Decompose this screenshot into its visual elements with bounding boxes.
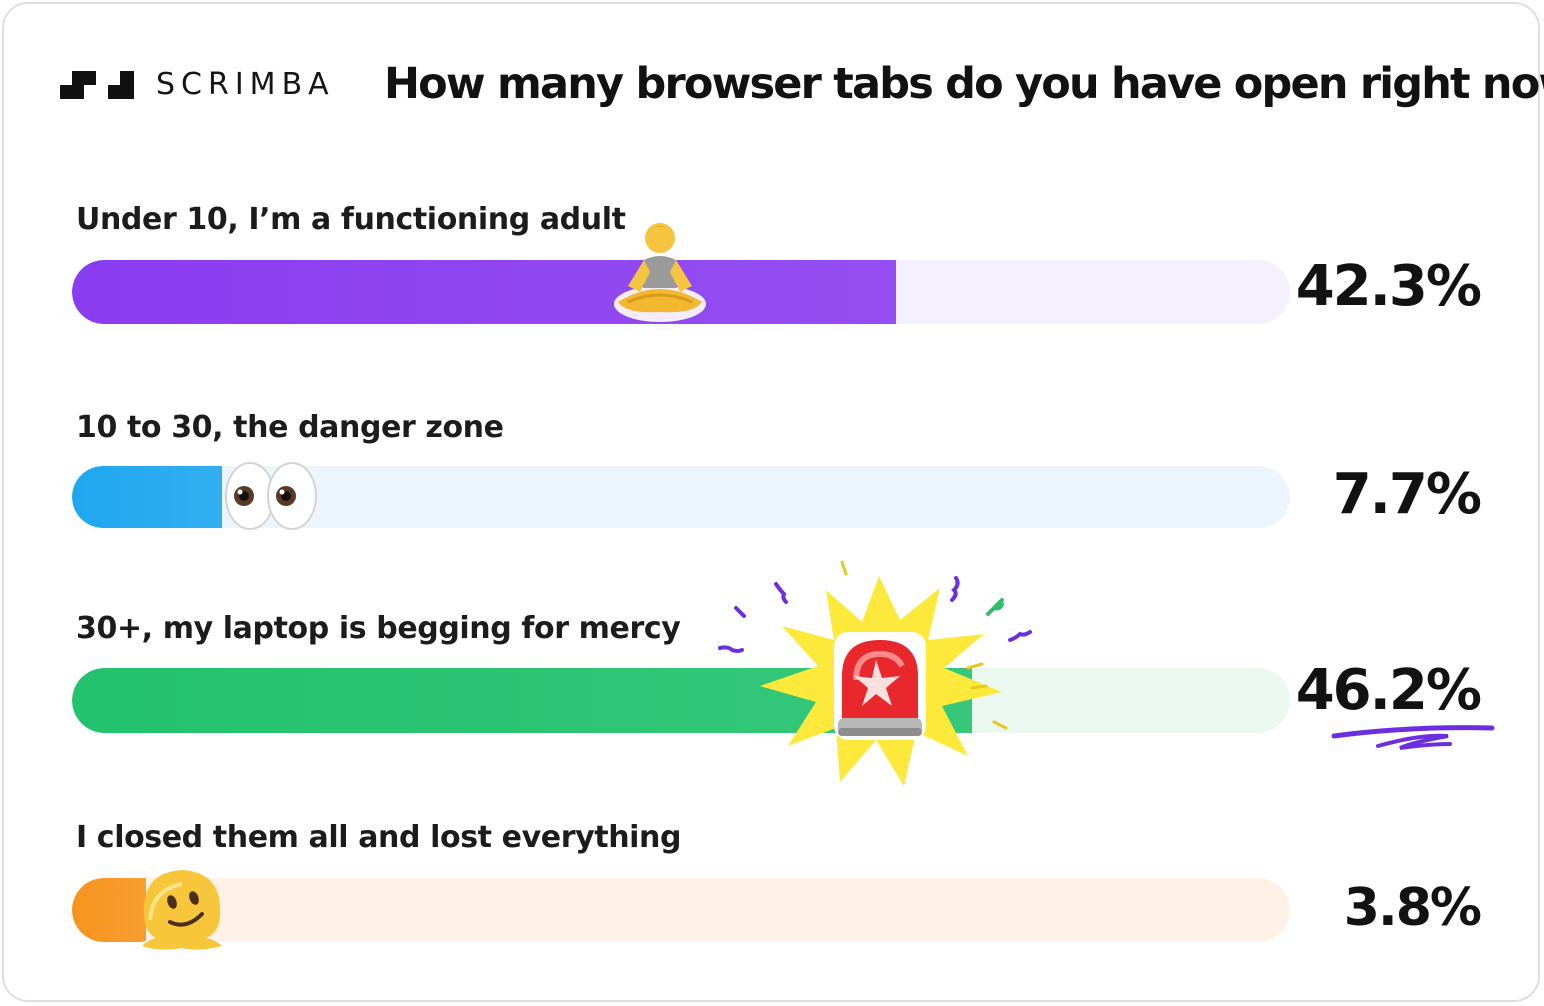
option-percent: 3.8% [1343, 878, 1482, 938]
person-in-lotus-position-icon [610, 216, 710, 326]
option-bar-track[interactable] [72, 668, 1290, 733]
eyes-icon [224, 458, 320, 538]
police-siren-icon [716, 556, 1042, 796]
option-percent: 7.7% [1332, 462, 1482, 527]
brand: SCRIMBA [60, 70, 335, 100]
option-label[interactable]: Under 10, I’m a functioning adult [76, 202, 626, 237]
option-bar-track[interactable] [72, 878, 1290, 942]
option-label[interactable]: 30+, my laptop is begging for mercy [76, 611, 681, 646]
option-percent: 42.3% [1295, 254, 1482, 319]
scrimba-logo-icon [60, 71, 134, 99]
poll-question: How many browser tabs do you have open r… [384, 59, 1544, 109]
option-percent: 46.2% [1295, 658, 1482, 723]
brand-name: SCRIMBA [156, 67, 335, 102]
melting-face-icon [130, 860, 234, 960]
option-bar-fill [72, 466, 222, 528]
option-bar-fill [72, 260, 897, 324]
option-bar-fill [72, 878, 147, 942]
underline-scribble [1331, 725, 1495, 750]
option-label[interactable]: 10 to 30, the danger zone [76, 410, 504, 445]
option-label[interactable]: I closed them all and lost everything [76, 820, 682, 855]
